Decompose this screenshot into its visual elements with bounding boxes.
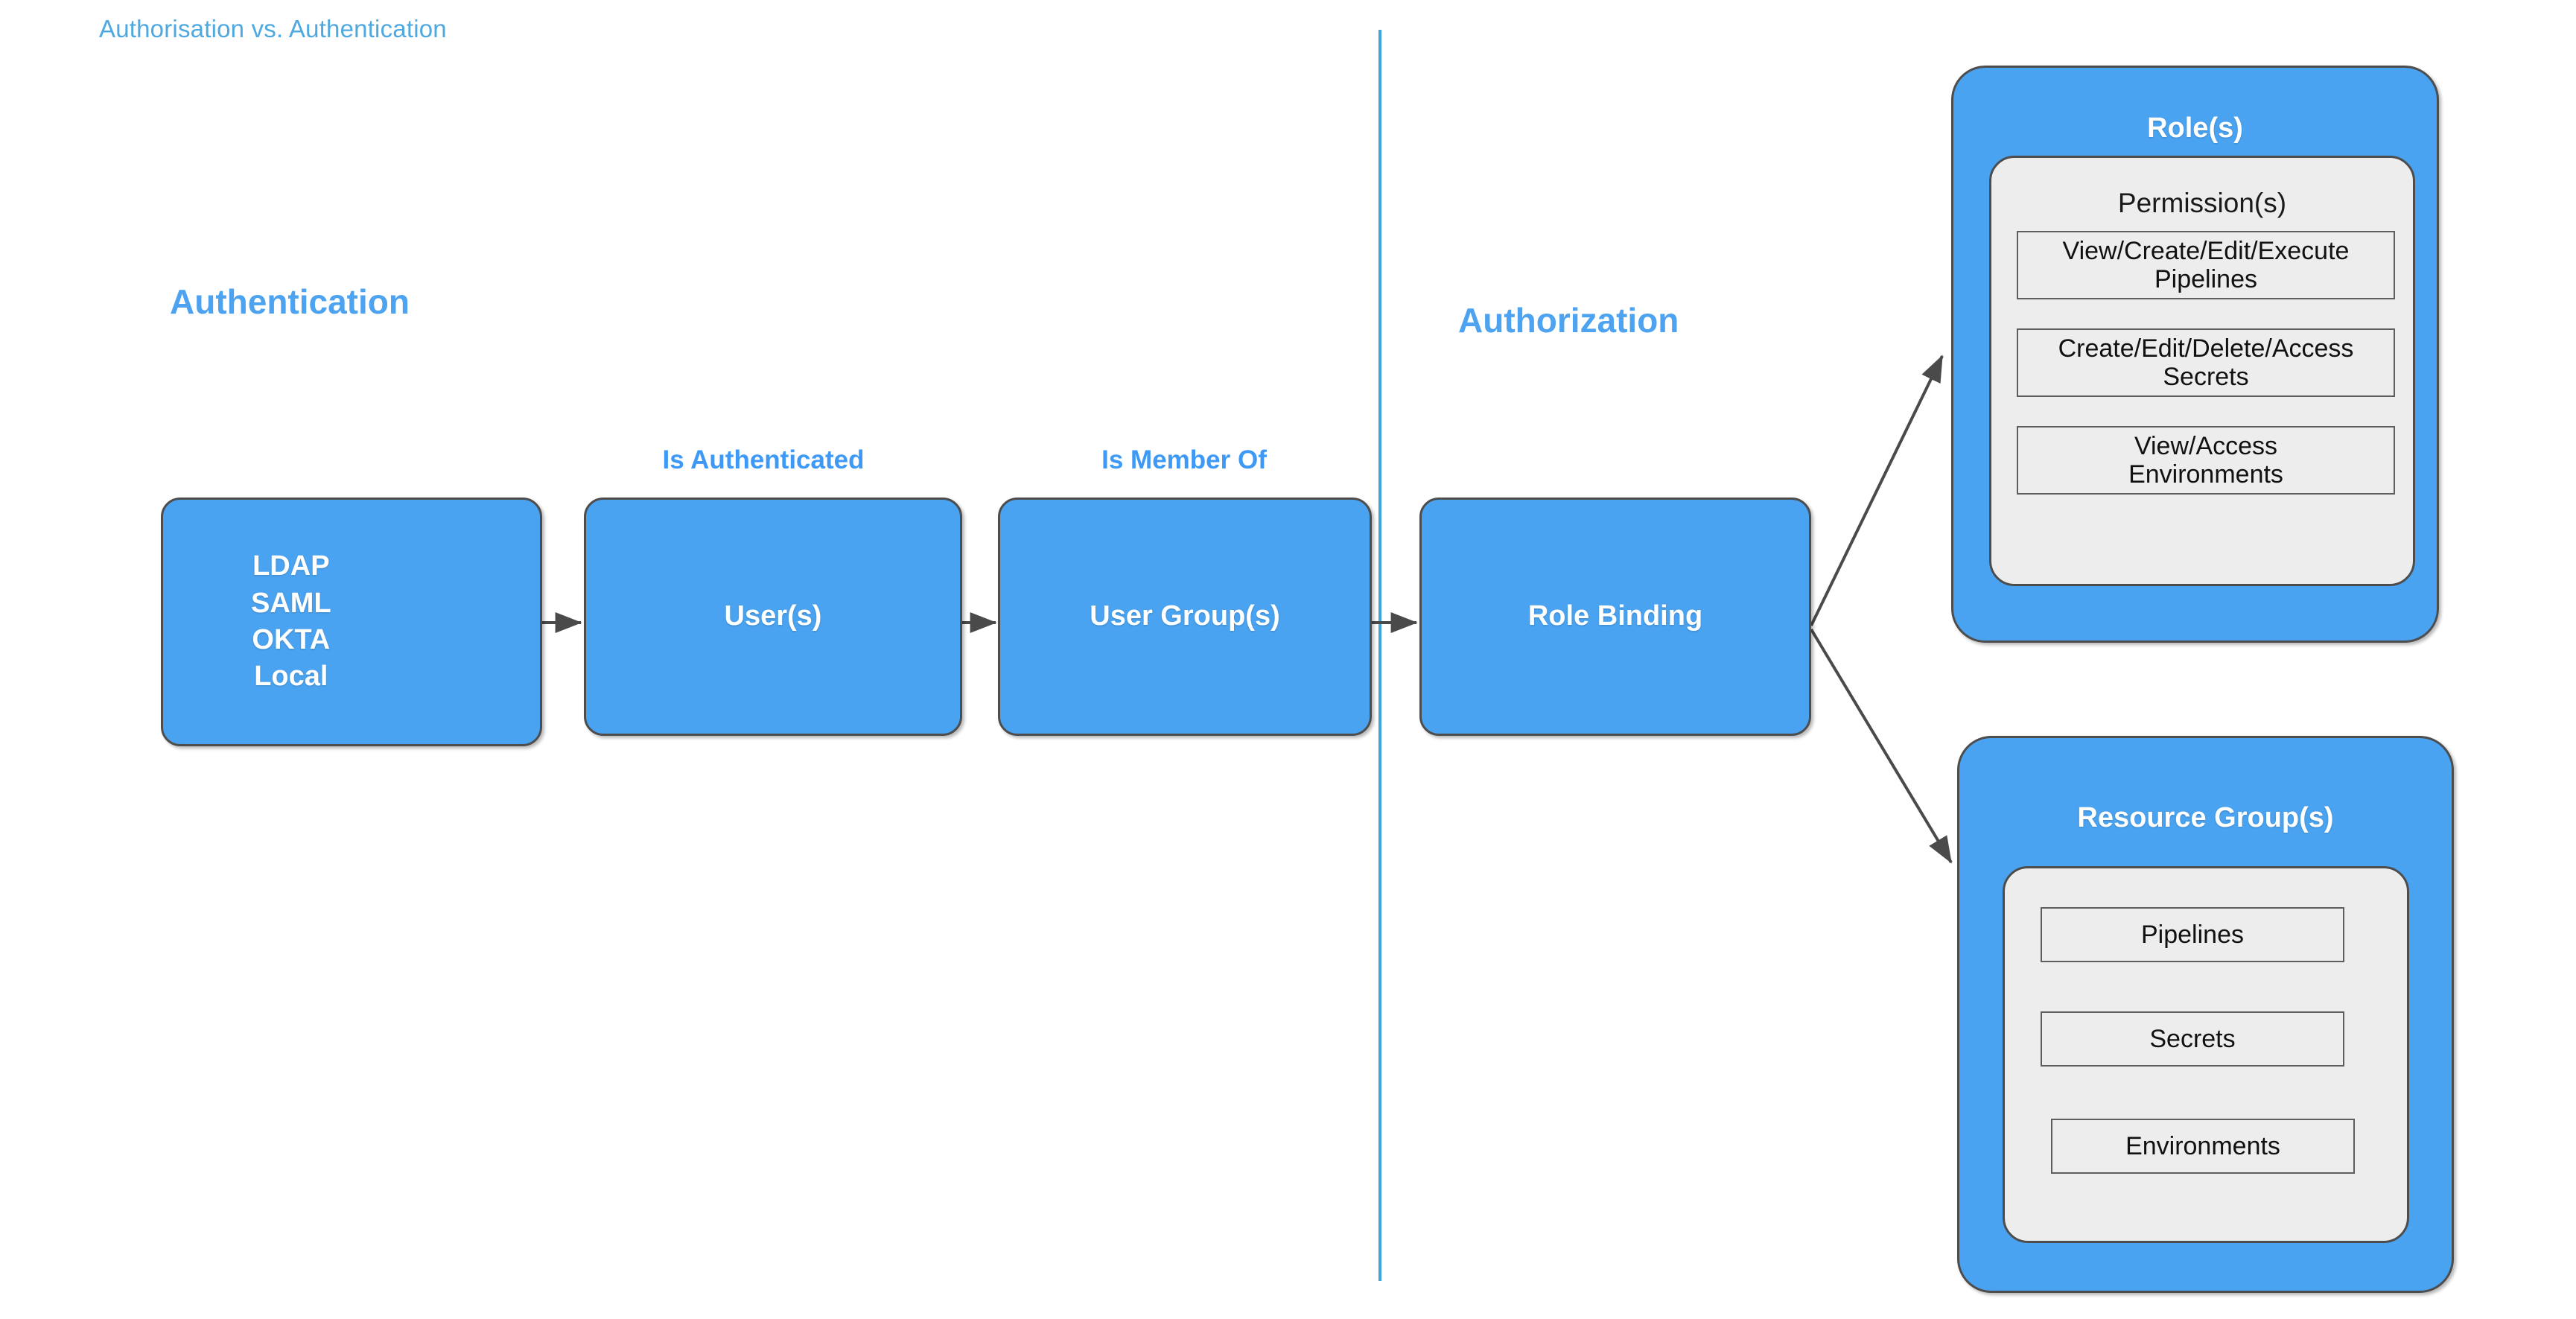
flow-node-users-label: User(s) (724, 600, 822, 632)
arrow-rolebinding-to-resourcegroups (1810, 628, 1953, 864)
permission-item-secrets[interactable]: Create/Edit/Delete/Access Secrets (2017, 328, 2395, 397)
edge-label-is-authenticated: Is Authenticated (662, 445, 865, 474)
flow-node-user-groups-label: User Group(s) (1090, 600, 1280, 632)
resource-item-environments-label: Environments (2125, 1131, 2280, 1160)
roles-card[interactable]: Role(s) Permission(s) View/Create/Edit/E… (1951, 66, 2439, 643)
permission-item-environments-label: View/Access Environments (2128, 431, 2283, 489)
flow-node-users[interactable]: User(s) (584, 498, 962, 736)
permission-item-environments[interactable]: View/Access Environments (2017, 426, 2395, 495)
resource-groups-card[interactable]: Resource Group(s) Pipelines Secrets Envi… (1957, 736, 2454, 1293)
flow-node-identity-providers[interactable]: LDAP SAML OKTA Local (161, 498, 542, 746)
permission-item-secrets-label: Create/Edit/Delete/Access Secrets (2058, 334, 2354, 391)
resource-item-pipelines[interactable]: Pipelines (2041, 907, 2344, 962)
edge-label-is-member-of: Is Member Of (1101, 445, 1267, 474)
flow-node-identity-providers-label: LDAP SAML OKTA Local (251, 550, 331, 693)
permission-item-pipelines[interactable]: View/Create/Edit/Execute Pipelines (2017, 231, 2395, 299)
resource-item-secrets[interactable]: Secrets (2041, 1011, 2344, 1067)
resources-panel: Pipelines Secrets Environments (2003, 866, 2409, 1243)
resource-item-secrets-label: Secrets (2149, 1024, 2236, 1053)
flow-node-role-binding-label: Role Binding (1527, 600, 1703, 632)
flow-node-role-binding[interactable]: Role Binding (1419, 498, 1811, 736)
resource-item-pipelines-label: Pipelines (2141, 920, 2244, 949)
arrow-rolebinding-to-roles (1810, 355, 1944, 626)
permissions-panel-title: Permission(s) (2117, 188, 2287, 218)
authentication-authorization-divider (1378, 30, 1381, 1281)
authentication-heading: Authentication (170, 282, 410, 321)
authorization-heading: Authorization (1458, 301, 1679, 340)
roles-card-title: Role(s) (2147, 112, 2243, 144)
flow-node-user-groups[interactable]: User Group(s) (998, 498, 1372, 736)
permissions-panel: Permission(s) View/Create/Edit/Execute P… (1989, 156, 2415, 586)
page-title: Authorisation vs. Authentication (99, 15, 447, 42)
resource-groups-card-title: Resource Group(s) (2077, 802, 2334, 833)
permission-item-pipelines-label: View/Create/Edit/Execute Pipelines (2062, 236, 2350, 293)
resource-item-environments[interactable]: Environments (2051, 1119, 2355, 1174)
